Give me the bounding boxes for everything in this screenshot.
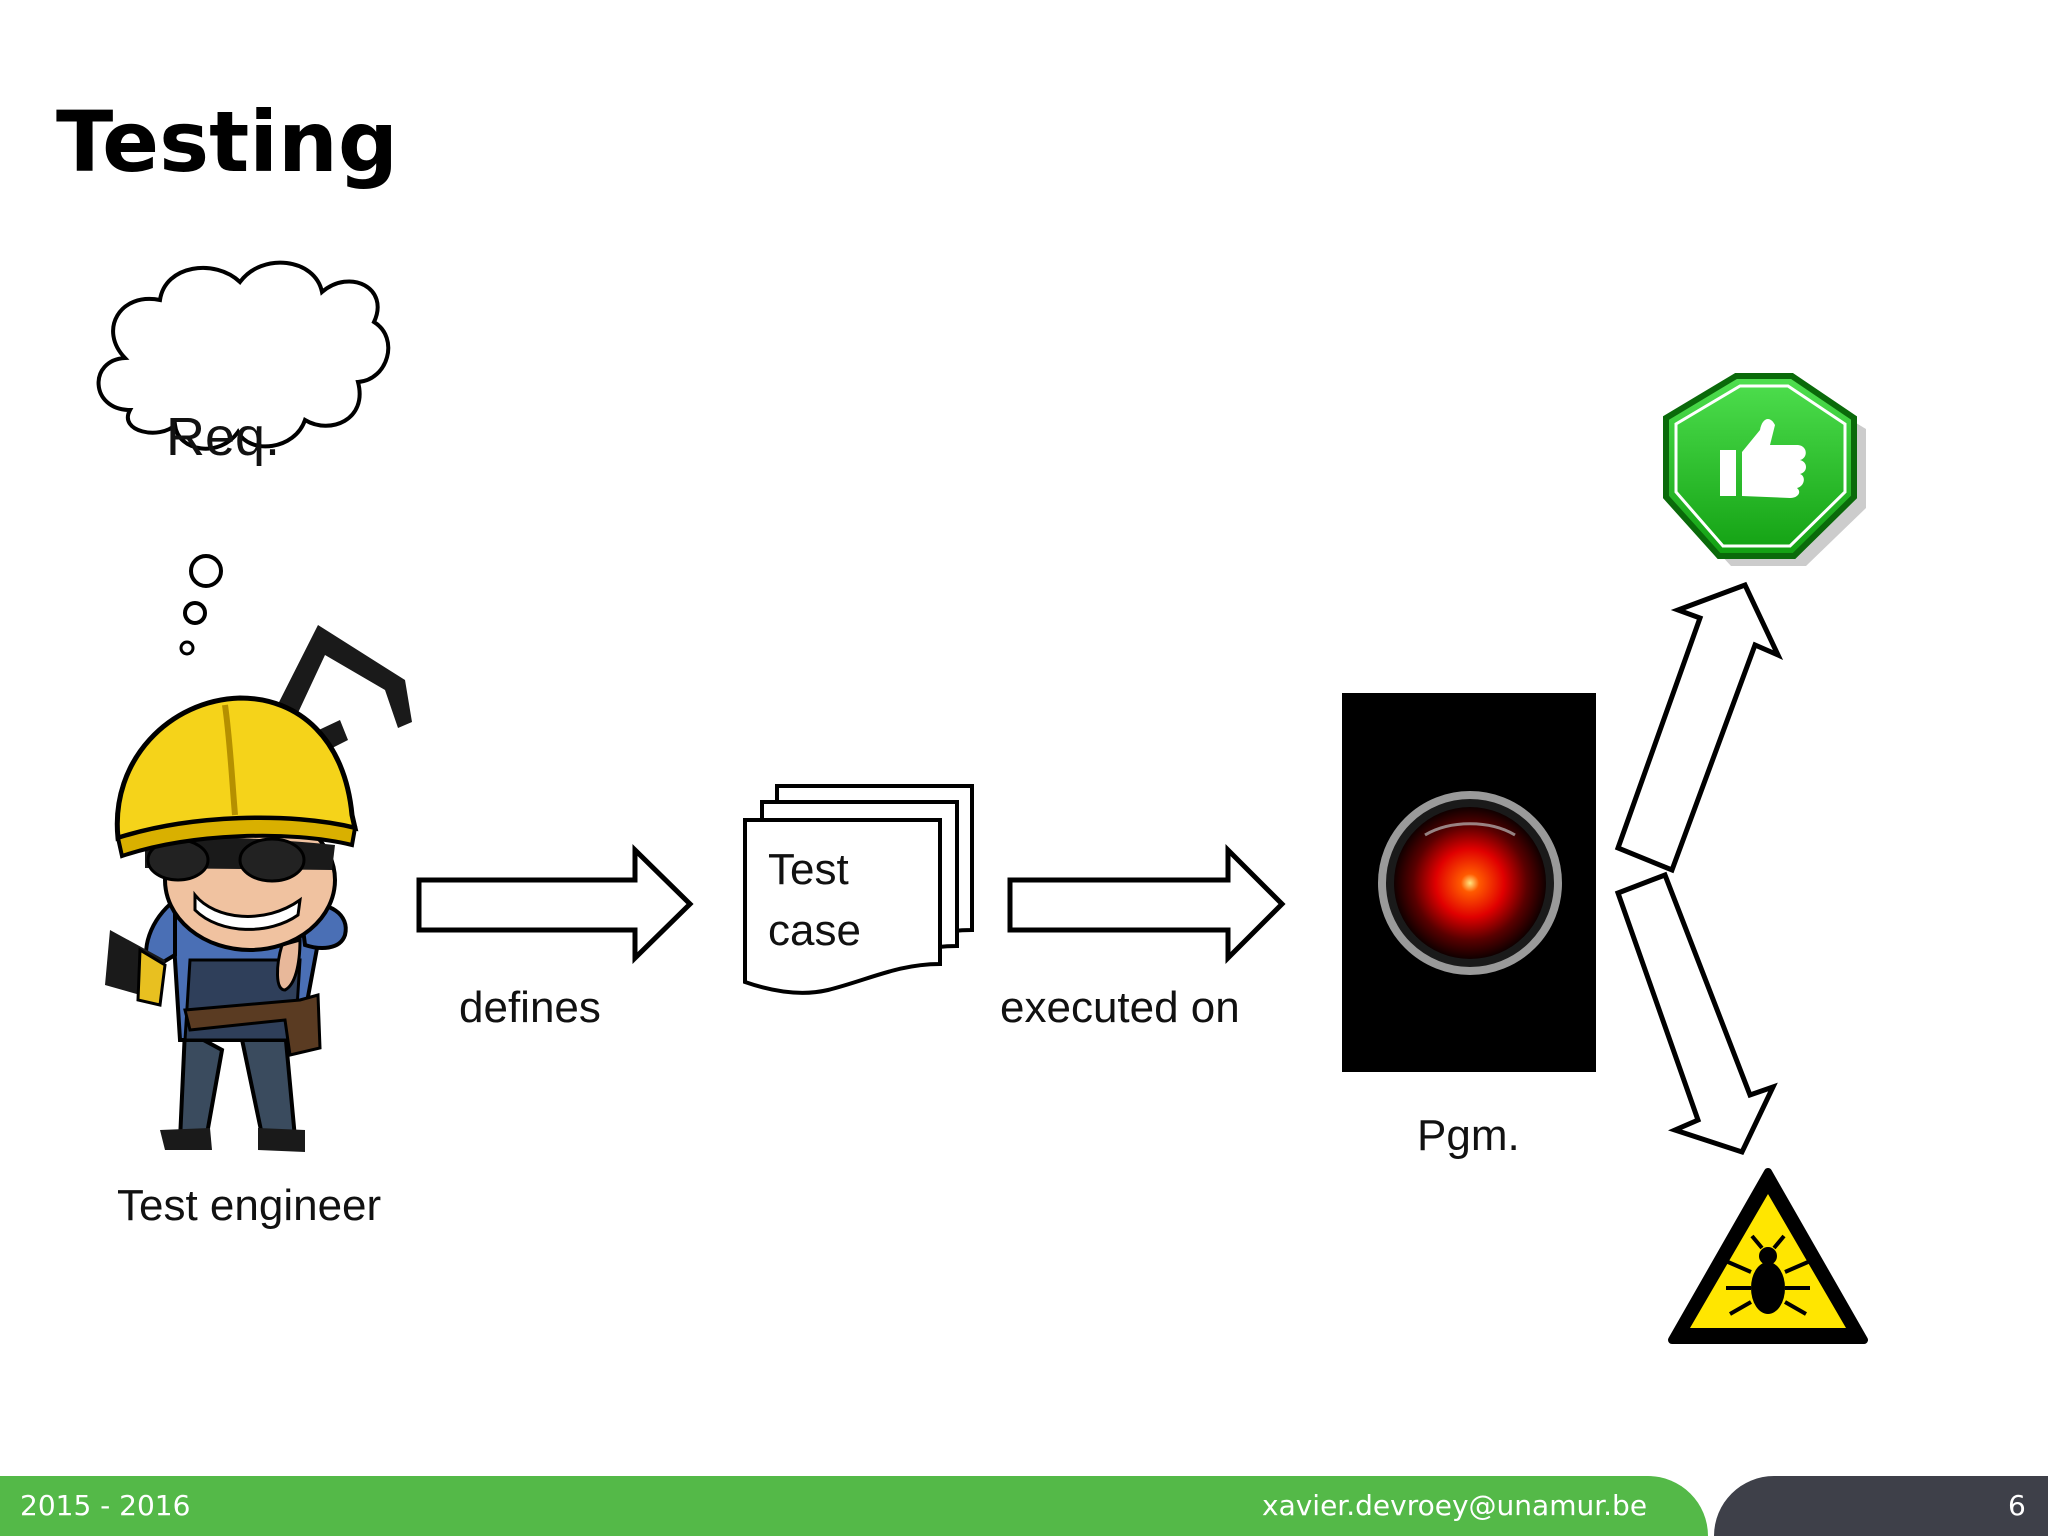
executed-on-arrow	[1007, 843, 1286, 965]
thought-dot-large	[189, 554, 223, 588]
fail-arrow	[1614, 871, 1778, 1156]
defines-label: defines	[459, 983, 601, 1032]
test-case-documents	[743, 784, 974, 995]
executed-on-label: executed on	[1000, 983, 1240, 1032]
thought-dot-medium	[183, 601, 207, 625]
page-number: 6	[2008, 1489, 2026, 1522]
test-case-line2: case	[768, 906, 861, 955]
bug-icon	[1726, 1234, 1810, 1316]
defines-arrow	[416, 844, 694, 964]
program-label: Pgm.	[1417, 1111, 1520, 1160]
pass-arrow	[1614, 581, 1784, 874]
hal-eye	[1394, 807, 1546, 959]
test-engineer-illustration	[105, 625, 412, 1152]
footer-email: xavier.devroey@unamur.be	[1262, 1489, 1648, 1522]
bug-warning-triangle-icon	[1668, 1168, 1868, 1344]
footer-years: 2015 - 2016	[20, 1489, 191, 1522]
thought-cloud	[96, 260, 391, 656]
thought-bubble-text: Req.	[166, 407, 281, 467]
test-case-line1: Test	[768, 845, 849, 894]
thought-dot-small	[179, 640, 195, 656]
footer-dark-bar	[1714, 1476, 2048, 1536]
program-hal-panel	[1342, 693, 1596, 1072]
footer-green-bar	[0, 1476, 1708, 1536]
engineer-label: Test engineer	[117, 1181, 382, 1230]
thumbs-up-octagon-icon	[1663, 373, 1866, 566]
slide-title: Testing	[56, 93, 398, 191]
